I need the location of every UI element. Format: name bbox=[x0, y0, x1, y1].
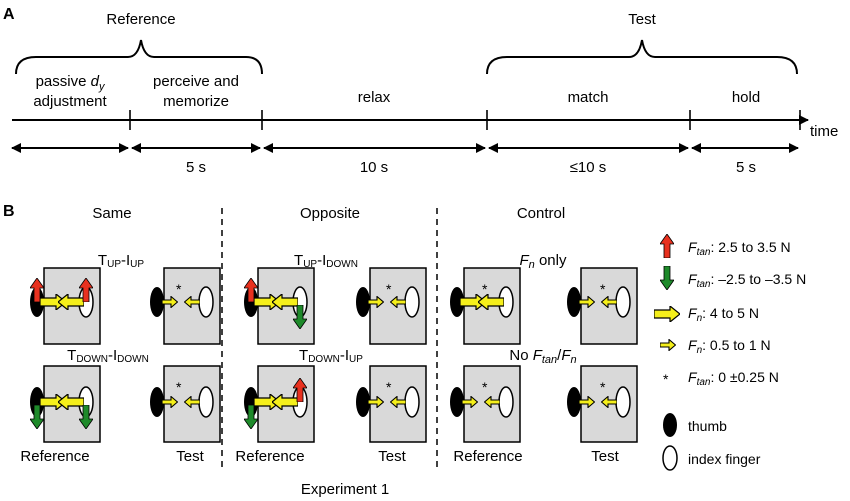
opp-bottom-reference bbox=[244, 365, 315, 443]
opp-reference-label: Reference bbox=[235, 448, 304, 465]
ctrl-test-label: Test bbox=[591, 448, 619, 465]
thumb-icon bbox=[567, 287, 581, 317]
phase-ticks bbox=[129, 110, 801, 130]
experiment-caption: Experiment 1 bbox=[301, 481, 389, 498]
thumb-icon bbox=[30, 387, 44, 417]
index-finger-icon bbox=[498, 386, 514, 418]
duration-hold: 5 s bbox=[736, 159, 756, 176]
time-label: time bbox=[810, 123, 838, 140]
legend-thumb-icon bbox=[663, 413, 677, 437]
opp-bottom-label: TDOWN-IUP bbox=[299, 347, 363, 365]
test-brace bbox=[486, 39, 798, 75]
svg-text:*: * bbox=[386, 379, 392, 395]
svg-text:*: * bbox=[600, 379, 606, 395]
phase-passive-line2: adjustment bbox=[33, 93, 107, 110]
phase-match: match bbox=[568, 89, 609, 106]
group-control-title: Control bbox=[517, 205, 565, 222]
legend-star-icon: * bbox=[663, 371, 669, 387]
opp-top-label: TUP-IDOWN bbox=[294, 252, 358, 270]
legend-index-icon bbox=[662, 445, 678, 471]
index-finger-icon bbox=[198, 286, 214, 318]
index-finger-icon bbox=[404, 286, 420, 318]
duration-relax: 10 s bbox=[360, 159, 388, 176]
group-same-title: Same bbox=[92, 205, 131, 222]
ctrl-top-test: * bbox=[567, 267, 638, 345]
opp-bottom-test: * bbox=[356, 365, 427, 443]
reference-header: Reference bbox=[106, 11, 175, 28]
legend-small-text: Fn: 0.5 to 1 N bbox=[688, 337, 771, 356]
legend-star-text: Ftan: 0 ±0.25 N bbox=[688, 369, 779, 388]
same-bottom-label: TDOWN-IDOWN bbox=[67, 347, 149, 365]
phase-perceive-line1: perceive and bbox=[153, 73, 239, 90]
svg-text:*: * bbox=[482, 281, 488, 297]
legend-big-arrow-icon bbox=[654, 306, 680, 322]
legend-big-text: Fn: 4 to 5 N bbox=[688, 305, 759, 324]
ctrl-reference-label: Reference bbox=[453, 448, 522, 465]
legend-up-arrow-icon bbox=[660, 234, 674, 258]
legend-down-text: Ftan: –2.5 to –3.5 N bbox=[688, 271, 806, 290]
opp-top-reference bbox=[244, 267, 315, 345]
index-finger-icon bbox=[615, 386, 631, 418]
thumb-icon bbox=[244, 287, 258, 317]
ctrl-bottom-reference: * bbox=[450, 365, 521, 443]
opp-top-test: * bbox=[356, 267, 427, 345]
ctrl-top-label: Fn only bbox=[520, 252, 567, 271]
same-test-label: Test bbox=[176, 448, 204, 465]
thumb-icon bbox=[244, 387, 258, 417]
thumb-icon bbox=[30, 287, 44, 317]
legend-small-arrow-icon bbox=[660, 339, 676, 351]
legend-thumb-text: thumb bbox=[688, 418, 727, 434]
svg-text:*: * bbox=[600, 281, 606, 297]
thumb-icon bbox=[450, 287, 464, 317]
thumb-icon bbox=[356, 387, 370, 417]
same-top-label: TUP-IUP bbox=[98, 252, 144, 270]
duration-perceive: 5 s bbox=[186, 159, 206, 176]
phase-passive-line1: passive dy bbox=[36, 73, 106, 93]
legend-down-arrow-icon bbox=[660, 266, 674, 290]
phase-perceive-line2: memorize bbox=[163, 93, 229, 110]
opp-test-label: Test bbox=[378, 448, 406, 465]
same-top-test: * bbox=[150, 267, 221, 345]
svg-text:*: * bbox=[386, 281, 392, 297]
group-opposite-title: Opposite bbox=[300, 205, 360, 222]
test-header: Test bbox=[628, 11, 656, 28]
thumb-icon bbox=[150, 387, 164, 417]
ctrl-top-reference: * bbox=[450, 267, 521, 345]
thumb-icon bbox=[567, 387, 581, 417]
duration-match: ≤10 s bbox=[570, 159, 607, 176]
panel-a-label: A bbox=[3, 6, 15, 23]
reference-brace bbox=[15, 39, 263, 75]
thumb-icon bbox=[450, 387, 464, 417]
panel-b-label: B bbox=[3, 203, 15, 220]
svg-text:*: * bbox=[176, 281, 182, 297]
legend-up-text: Ftan: 2.5 to 3.5 N bbox=[688, 239, 791, 258]
legend-index-text: index finger bbox=[688, 451, 761, 467]
ctrl-bottom-label: No Ftan/Fn bbox=[509, 347, 576, 366]
same-bottom-test: * bbox=[150, 365, 221, 443]
svg-text:*: * bbox=[176, 379, 182, 395]
thumb-icon bbox=[150, 287, 164, 317]
same-top-reference bbox=[30, 267, 101, 345]
phase-relax: relax bbox=[358, 89, 391, 106]
phase-hold: hold bbox=[732, 89, 760, 106]
index-finger-icon bbox=[615, 286, 631, 318]
index-finger-icon bbox=[404, 386, 420, 418]
thumb-icon bbox=[356, 287, 370, 317]
legend: Ftan: 2.5 to 3.5 N Ftan: –2.5 to –3.5 N … bbox=[654, 234, 806, 471]
index-finger-icon bbox=[198, 386, 214, 418]
svg-text:*: * bbox=[482, 379, 488, 395]
ctrl-bottom-test: * bbox=[567, 365, 638, 443]
same-bottom-reference bbox=[30, 365, 101, 443]
same-reference-label: Reference bbox=[20, 448, 89, 465]
